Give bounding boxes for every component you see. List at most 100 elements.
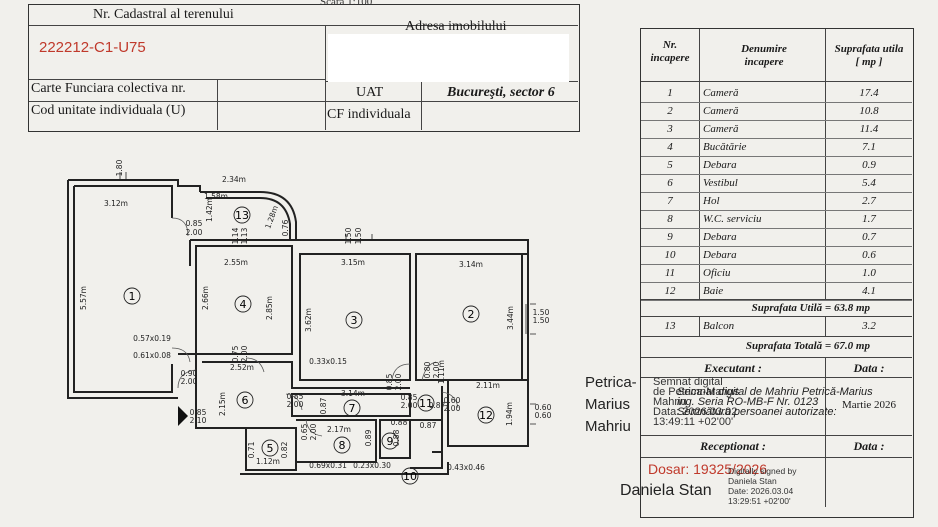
room-nr: 4 [667, 141, 673, 153]
room-number-circle [236, 391, 254, 409]
dimension-label: 0.60 [535, 403, 552, 412]
room-name: Cameră [703, 87, 739, 99]
room-number: 8 [339, 439, 346, 452]
cadastral-header-table: Nr. Cadastral al terenului 222212-C1-U75… [28, 4, 580, 132]
dimension-label: 0.65 [300, 423, 309, 440]
dimension-label: 2.00 [309, 423, 318, 440]
dosar-number: Dosar: 19325/2026 [648, 461, 768, 477]
address-label: Adresa imobilului [405, 19, 507, 34]
dimension-label: 1.42m [205, 198, 214, 222]
room-area: 2.7 [862, 195, 876, 207]
room-nr: 8 [667, 213, 673, 225]
room-name: Baie [703, 285, 724, 297]
dimension-label: 0.75 [231, 345, 240, 362]
dimension-label: 0.87 [319, 397, 328, 414]
room-number-circle [333, 436, 351, 454]
room-area: 0.9 [862, 159, 876, 171]
dimension-label: 2.00 [181, 377, 198, 386]
room-name: Debara [703, 231, 737, 243]
dimension-label: 2.00 [186, 228, 203, 237]
dimension-label: 0.88 [391, 418, 408, 427]
dimension-label: 0.85 [287, 392, 304, 401]
dimension-label: 0.88 [392, 429, 401, 446]
dimension-label: 3.44m [506, 306, 515, 330]
receiver-name: Daniela Stan [620, 482, 712, 499]
room-name: Cameră [703, 123, 739, 135]
dimension-label: 0.80 [423, 361, 432, 378]
room-number: 1 [129, 290, 136, 303]
entry-arrow-icon [178, 406, 188, 426]
room-area: 7.1 [862, 141, 876, 153]
dimension-label: 2.10 [190, 416, 207, 425]
room-number: 4 [240, 298, 247, 311]
dimension-label: 1.12m [256, 457, 280, 466]
room-nr: 3 [667, 123, 673, 135]
dimension-label: 2.15m [218, 392, 227, 416]
dimension-label: 0.87 [429, 401, 446, 410]
room-name: Hol [703, 195, 720, 207]
room-name: Oficiu [703, 267, 731, 279]
room-name: Debara [703, 249, 737, 261]
dimension-label: 1.14 [231, 227, 240, 244]
dimension-label: 2.00 [432, 361, 441, 378]
room-nr: 9 [667, 231, 673, 243]
room-number-circle [345, 311, 363, 329]
col-area-header: Suprafata utila[ mp ] [834, 43, 904, 68]
dimension-label: 0.85 [186, 219, 203, 228]
balcony-outline [200, 191, 297, 240]
room-4-walls [195, 245, 293, 355]
balcony-area: 3.2 [862, 320, 876, 332]
cadastral-label: Nr. Cadastral al terenului [93, 7, 234, 22]
dimension-label: 2.00 [394, 373, 403, 390]
dimension-label: 2.00 [444, 404, 461, 413]
room-number-circle [401, 467, 419, 485]
dimension-label: 3.14m [341, 389, 365, 398]
dimension-label: 0.87 [420, 421, 437, 430]
room-number-circle [417, 394, 435, 412]
dimension-label: 0.61x0.08 [133, 351, 171, 360]
executant-date-label: Data : [853, 361, 885, 375]
room-number: 11 [419, 397, 433, 410]
room-number: 3 [351, 314, 358, 327]
room-8-walls [296, 419, 377, 463]
room-number-circle [261, 439, 279, 457]
dimension-label: 0.60 [444, 396, 461, 405]
room-area: 4.1 [862, 285, 876, 297]
room-number: 10 [403, 470, 417, 483]
room-number: 12 [479, 409, 493, 422]
executant-signature-name: Petrica- Marius Mahriu [585, 374, 637, 435]
room-1-walls [73, 185, 173, 393]
dimension-label: 3.12m [104, 199, 128, 208]
room-number: 9 [387, 435, 394, 448]
room-number-circle [233, 206, 251, 224]
dimension-label: 1.13 [240, 227, 249, 244]
room-10-walls [410, 419, 443, 469]
dimension-label: 0.33x0.15 [309, 357, 347, 366]
dimension-label: 1.80 [115, 159, 124, 176]
receptionist-label: Receptionat : [700, 439, 766, 453]
useful-total: Suprafata Utilă = 63.8 mp [751, 302, 870, 314]
executant-label: Executant : [704, 361, 762, 375]
wall-upper [189, 239, 529, 266]
dimension-label: 0.23x0.30 [353, 461, 391, 470]
unit-code-label: Cod unitate individuala (U) [31, 103, 186, 118]
room-nr: 6 [667, 177, 673, 189]
cf-individual-label: CF individuala [327, 107, 411, 122]
room-area: 17.4 [859, 87, 879, 99]
room-number-circle [381, 432, 399, 450]
wall-top-left [68, 179, 201, 192]
room-name: Bucătărie [703, 141, 747, 153]
room-5-walls [245, 427, 297, 471]
wall-left [67, 180, 178, 399]
room-number: 2 [468, 308, 475, 321]
dimension-label: 0.69x0.31 [309, 461, 347, 470]
room-12-walls [447, 379, 529, 447]
room-name: Cameră [703, 105, 739, 117]
dimension-label: 2.34m [222, 175, 246, 184]
dimension-label: 2.00 [240, 345, 249, 362]
room-number: 7 [349, 402, 356, 415]
room-number-circle [234, 295, 252, 313]
hall-walls [291, 393, 411, 417]
dimension-label: 1.50 [533, 308, 550, 317]
